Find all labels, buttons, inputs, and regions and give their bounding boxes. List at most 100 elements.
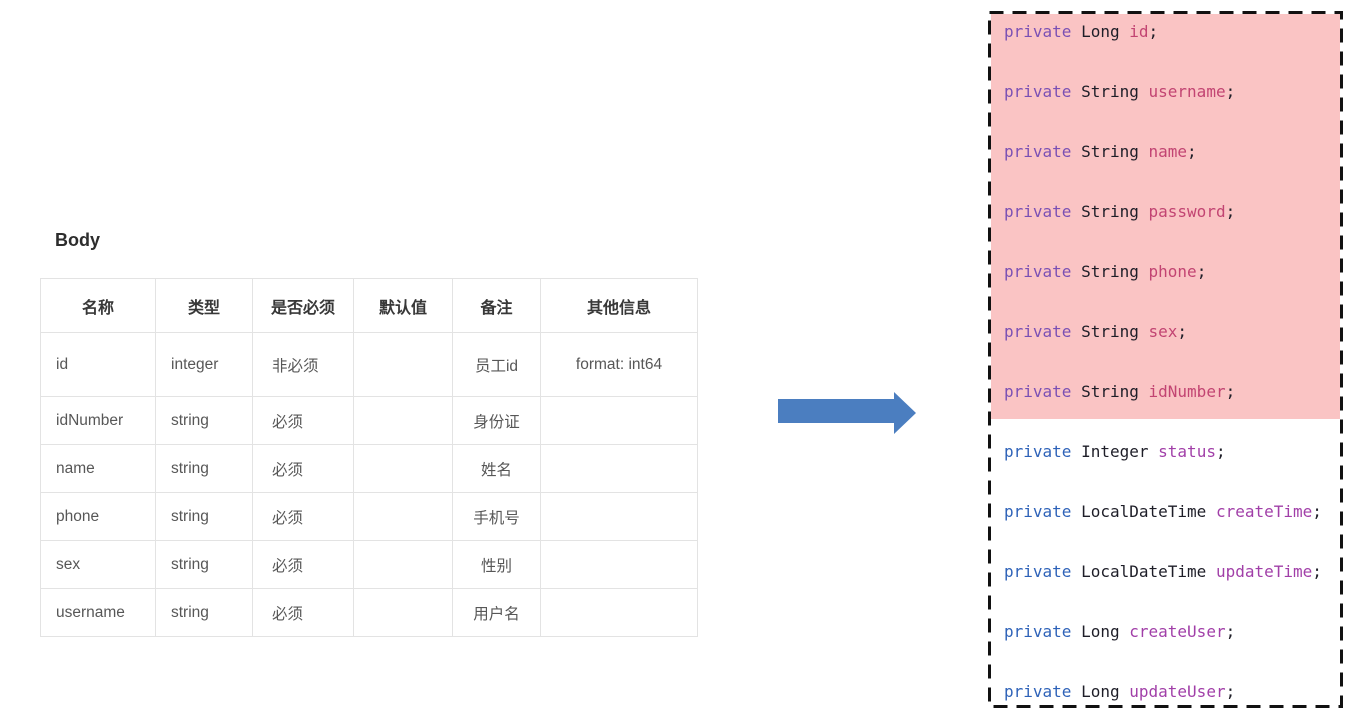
cell-extra <box>540 444 698 493</box>
code-semicolon: ; <box>1148 22 1159 41</box>
code-line: private Long id; <box>1004 22 1340 42</box>
code-field-name: idNumber <box>1148 382 1226 401</box>
code-type: Long <box>1081 622 1120 641</box>
code-type: String <box>1081 82 1139 101</box>
cell-type: string <box>155 492 253 541</box>
cell-name: name <box>40 444 156 493</box>
code-field-name: name <box>1148 142 1188 161</box>
transform-arrow-icon <box>778 392 916 434</box>
header-row: 名称类型是否必须默认值备注其他信息 <box>40 278 698 333</box>
cell-type: string <box>155 588 253 637</box>
cell-remark: 身份证 <box>452 396 541 445</box>
column-header: 备注 <box>452 278 541 333</box>
code-type: String <box>1081 202 1139 221</box>
code-line: private String idNumber; <box>1004 382 1340 402</box>
code-field-name: username <box>1148 82 1226 101</box>
code-field-name: password <box>1148 202 1226 221</box>
cell-extra: format: int64 <box>540 332 698 397</box>
code-keyword: private <box>1004 622 1072 641</box>
code-semicolon: ; <box>1177 322 1188 341</box>
cell-default <box>353 396 453 445</box>
cell-remark: 姓名 <box>452 444 541 493</box>
code-field-name: id <box>1129 22 1149 41</box>
code-keyword: private <box>1004 382 1072 401</box>
code-semicolon: ; <box>1225 382 1236 401</box>
cell-extra <box>540 540 698 589</box>
cell-extra <box>540 492 698 541</box>
code-line: private Long updateUser; <box>1004 682 1340 702</box>
code-field-name: updateTime <box>1215 562 1313 581</box>
cell-required: 必须 <box>252 540 354 589</box>
params-table-header: 名称类型是否必须默认值备注其他信息 <box>40 278 698 333</box>
code-keyword: private <box>1004 142 1072 161</box>
arrow-shape <box>778 392 916 434</box>
cell-type: string <box>155 444 253 493</box>
code-line: private Long createUser; <box>1004 622 1340 642</box>
code-line: private String sex; <box>1004 322 1340 342</box>
cell-name: id <box>40 332 156 397</box>
column-header: 名称 <box>40 278 156 333</box>
cell-default <box>353 444 453 493</box>
code-line: private LocalDateTime createTime; <box>1004 502 1340 522</box>
code-field-name: createUser <box>1129 622 1226 641</box>
code-keyword: private <box>1004 562 1072 581</box>
code-type: String <box>1081 142 1139 161</box>
code-type: String <box>1081 262 1139 281</box>
code-type: String <box>1081 382 1139 401</box>
code-line: private String name; <box>1004 142 1340 162</box>
code-keyword: private <box>1004 202 1072 221</box>
code-field-name: phone <box>1148 262 1197 281</box>
code-type: LocalDateTime <box>1081 502 1207 521</box>
cell-default <box>353 588 453 637</box>
code-type: Long <box>1081 22 1120 41</box>
cell-default <box>353 540 453 589</box>
code-field-name: createTime <box>1215 502 1313 521</box>
cell-type: integer <box>155 332 253 397</box>
code-line: private String phone; <box>1004 262 1340 282</box>
cell-name: idNumber <box>40 396 156 445</box>
code-line: private Integer status; <box>1004 442 1340 462</box>
code-type: Long <box>1081 682 1120 701</box>
code-semicolon: ; <box>1225 622 1236 641</box>
code-semicolon: ; <box>1187 142 1197 161</box>
extra-fields-group: private Integer status;private LocalDate… <box>991 419 1340 702</box>
cell-name: sex <box>40 540 156 589</box>
cell-required: 必须 <box>252 588 354 637</box>
cell-type: string <box>155 540 253 589</box>
code-semicolon: ; <box>1225 202 1236 221</box>
dashed-border-rect <box>988 11 1343 708</box>
code-keyword: private <box>1004 442 1072 461</box>
cell-remark: 手机号 <box>452 492 541 541</box>
code-keyword: private <box>1004 22 1072 41</box>
code-semicolon: ; <box>1225 682 1236 701</box>
code-type: LocalDateTime <box>1081 562 1207 581</box>
code-keyword: private <box>1004 682 1072 701</box>
cell-type: string <box>155 396 253 445</box>
column-header: 类型 <box>155 278 253 333</box>
code-semicolon: ; <box>1215 442 1226 461</box>
code-content: private Long id;private String username;… <box>991 14 1340 702</box>
code-keyword: private <box>1004 502 1072 521</box>
column-header: 是否必须 <box>252 278 354 333</box>
cell-remark: 员工id <box>452 332 541 397</box>
highlighted-fields-group: private Long id;private String username;… <box>991 14 1340 419</box>
code-field-name: status <box>1158 442 1216 461</box>
cell-required: 必须 <box>252 444 354 493</box>
cell-default <box>353 332 453 397</box>
column-header: 其他信息 <box>540 278 698 333</box>
cell-extra <box>540 396 698 445</box>
cell-default <box>353 492 453 541</box>
code-line: private LocalDateTime updateTime; <box>1004 562 1340 582</box>
code-keyword: private <box>1004 82 1072 101</box>
code-field-name: sex <box>1148 322 1178 341</box>
code-semicolon: ; <box>1312 502 1322 521</box>
code-field-name: updateUser <box>1129 682 1226 701</box>
